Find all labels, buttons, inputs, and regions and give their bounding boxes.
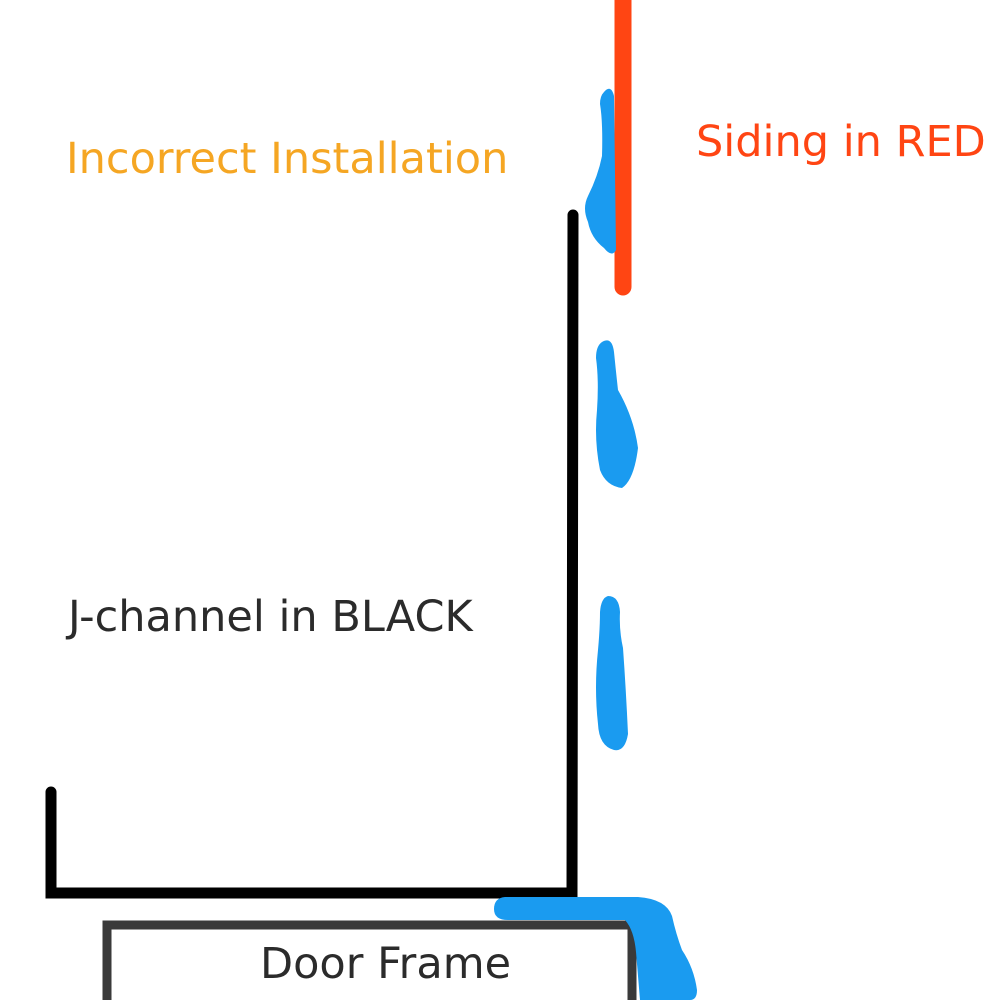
door-frame-outline (102, 920, 637, 1000)
siding-label: Siding in RED (696, 117, 986, 167)
water-drip-middle (596, 340, 638, 488)
door-frame-label: Door Frame (260, 939, 512, 989)
water-drip-lower (596, 596, 628, 751)
j-channel-label: J-channel in BLACK (68, 592, 473, 642)
water-drip-top (585, 88, 616, 254)
incorrect-installation-label: Incorrect Installation (66, 134, 509, 184)
water-pool-door-frame (494, 897, 697, 1000)
j-channel (45, 209, 579, 899)
